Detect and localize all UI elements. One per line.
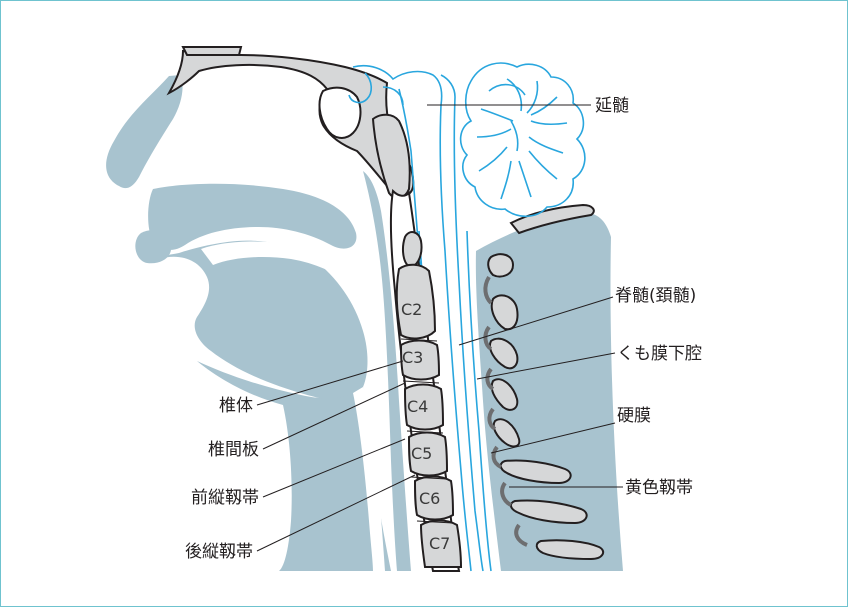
palate-tissue bbox=[148, 184, 356, 250]
label-anterior-ligament: 前縦靱帯 bbox=[191, 488, 259, 508]
clivus bbox=[373, 115, 410, 198]
c2-label: C2 bbox=[401, 300, 422, 319]
skull-bones bbox=[169, 47, 413, 198]
c3-label: C3 bbox=[402, 348, 423, 367]
c5-label: C5 bbox=[411, 444, 432, 463]
label-disc: 椎間板 bbox=[208, 440, 259, 460]
label-medulla: 延髄 bbox=[595, 96, 629, 116]
label-posterior-ligament: 後縦靱帯 bbox=[185, 542, 253, 562]
label-spinal-cord: 脊髄(頚髄) bbox=[615, 286, 696, 306]
label-ligamentum-flavum: 黄色靱帯 bbox=[625, 478, 693, 498]
top-bone-tab bbox=[183, 47, 241, 55]
c4-label: C4 bbox=[407, 397, 428, 416]
label-vertebral-body: 椎体 bbox=[219, 396, 253, 416]
c6-label: C6 bbox=[419, 489, 440, 508]
dens bbox=[403, 232, 422, 267]
jaw-tissue bbox=[159, 241, 368, 402]
label-dura: 硬膜 bbox=[617, 406, 651, 426]
c7-label: C7 bbox=[429, 534, 450, 553]
label-subarachnoid: くも膜下腔 bbox=[617, 344, 702, 364]
cerebellum bbox=[461, 63, 585, 216]
